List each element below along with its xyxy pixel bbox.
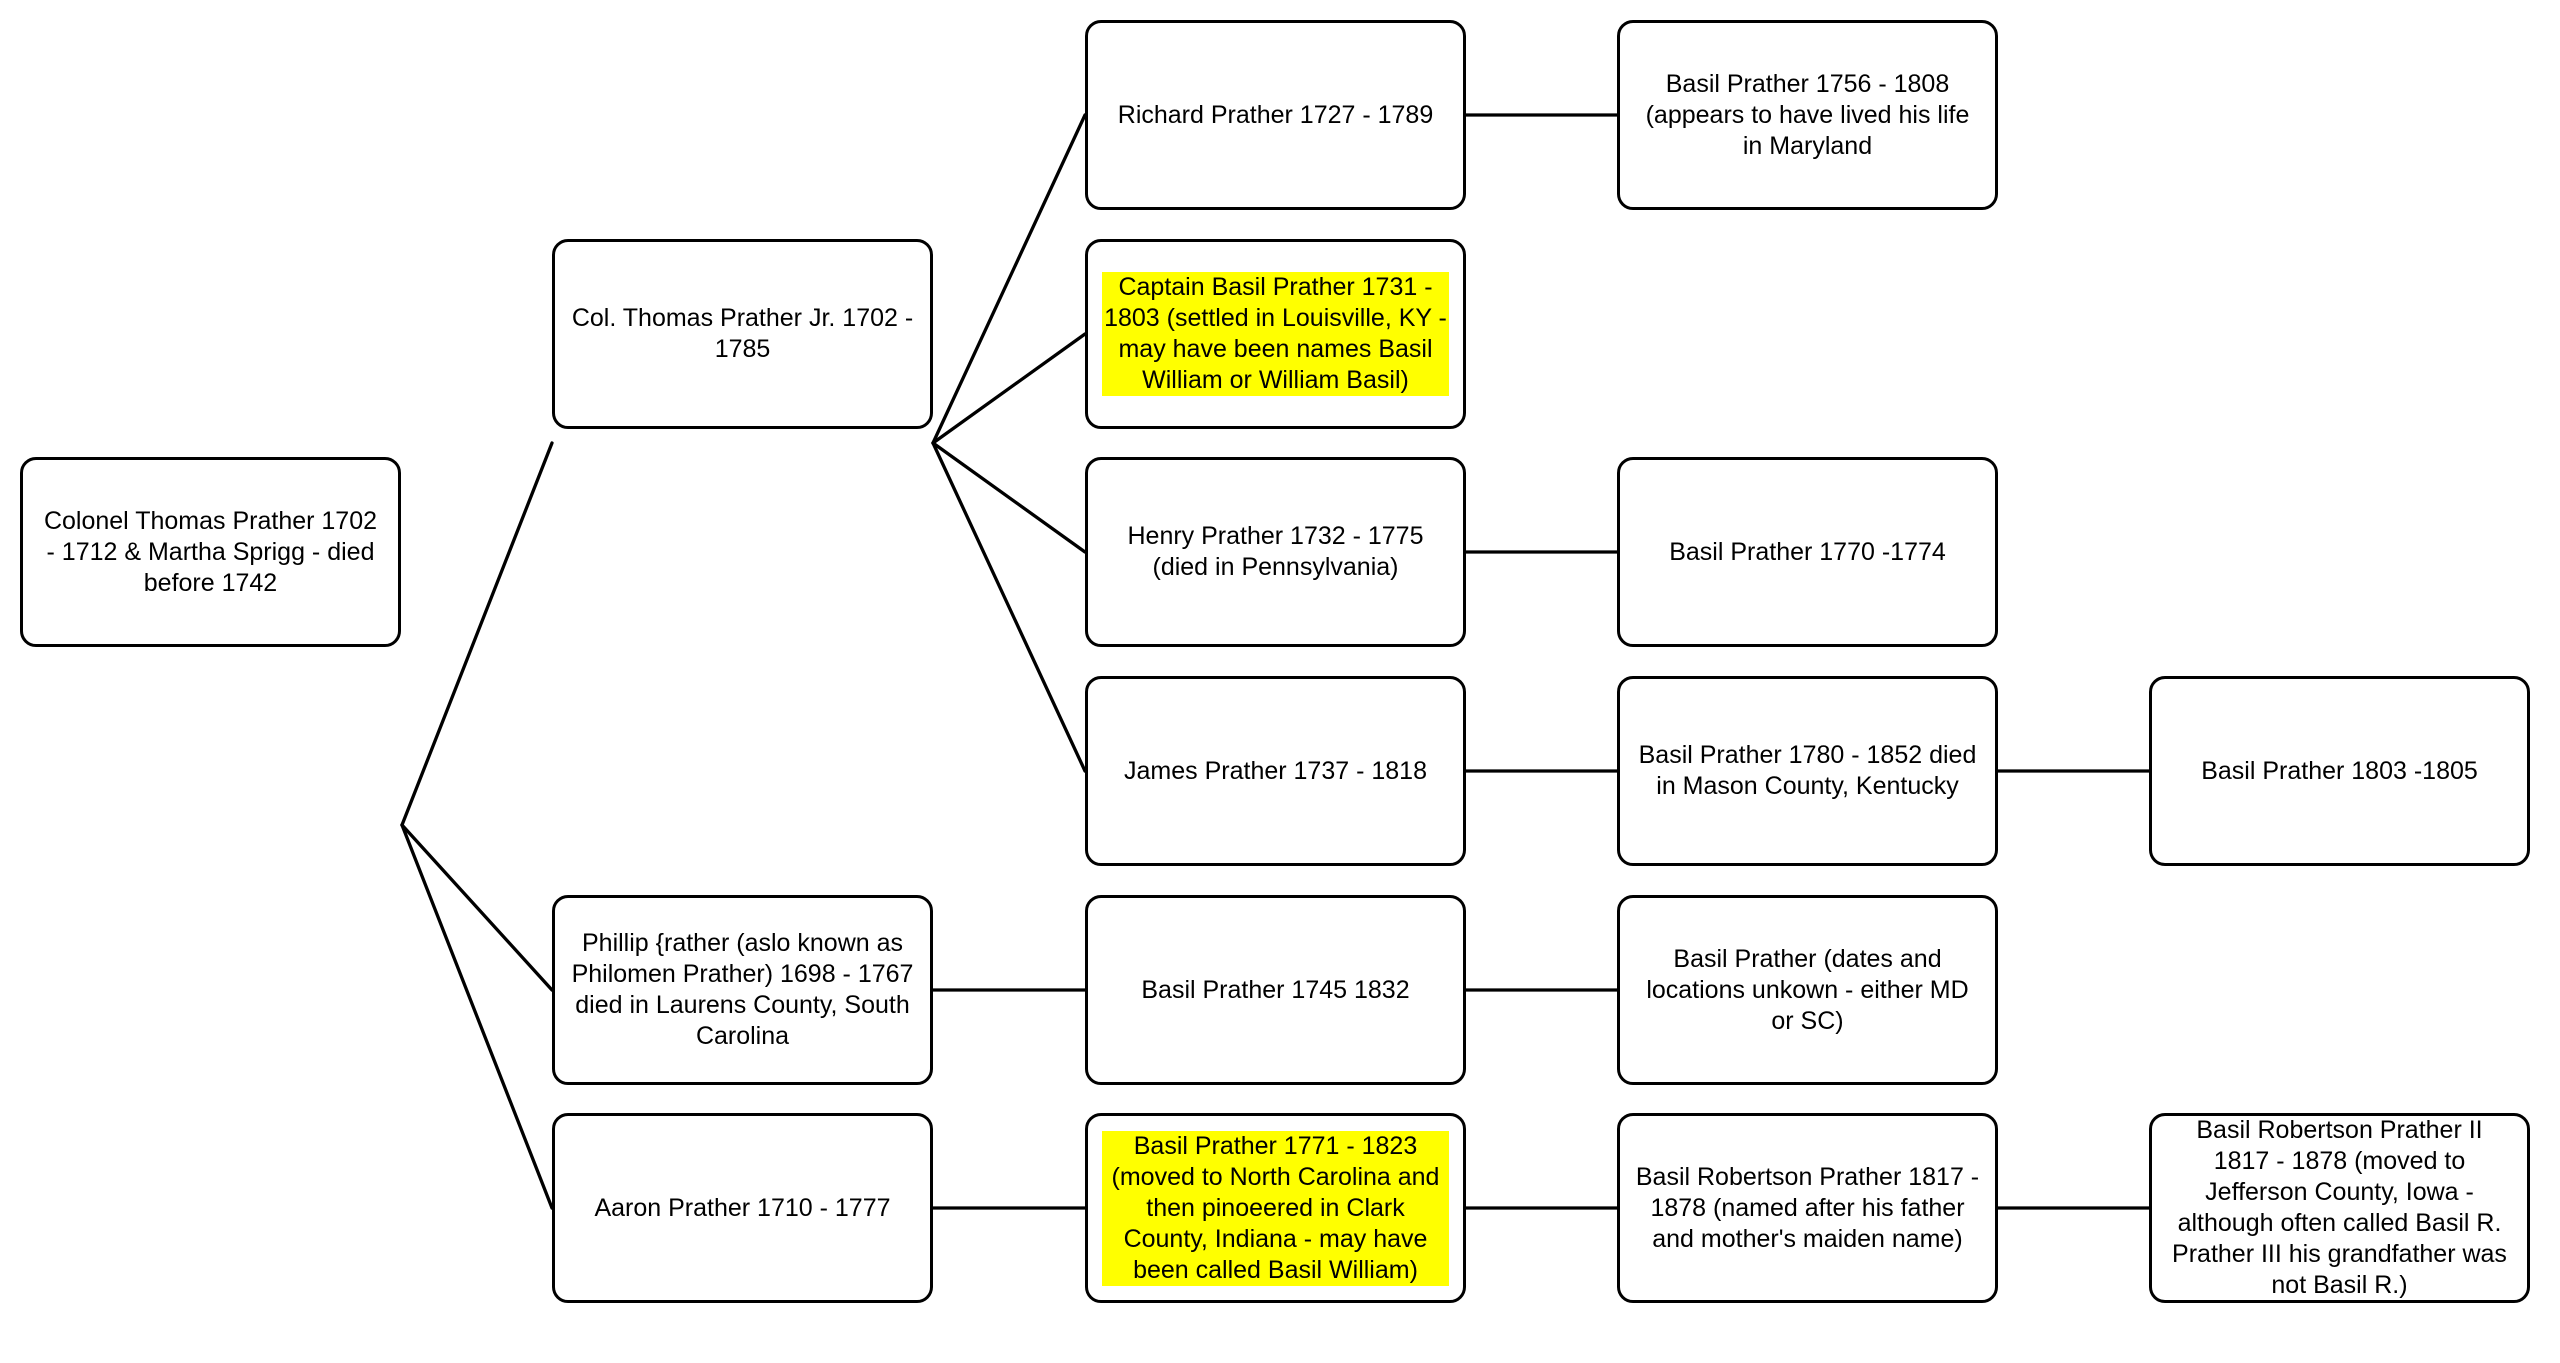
node-phillip-prather: Phillip {rather (aslo known as Philomen …: [552, 895, 933, 1085]
node-henry-prather: Henry Prather 1732 - 1775 (died in Penns…: [1085, 457, 1466, 647]
node-label: Basil Robertson Prather 1817 - 1878 (nam…: [1635, 1162, 1980, 1253]
node-label: Henry Prather 1732 - 1775 (died in Penns…: [1127, 522, 1424, 581]
node-basil-prather-1770: Basil Prather 1770 -1774: [1617, 457, 1998, 647]
connector-line: [400, 823, 554, 992]
node-label: Richard Prather 1727 - 1789: [1117, 100, 1434, 129]
node-captain-basil-prather: Captain Basil Prather 1731 - 1803 (settl…: [1085, 239, 1466, 429]
node-label: James Prather 1737 - 1818: [1124, 756, 1427, 785]
node-basil-robertson-prather-ii: Basil Robertson Prather II 1817 - 1878 (…: [2149, 1113, 2530, 1303]
node-label: Basil Prather 1780 - 1852 died in Mason …: [1638, 741, 1977, 800]
node-basil-prather-1756: Basil Prather 1756 - 1808 (appears to ha…: [1617, 20, 1998, 210]
node-richard-prather: Richard Prather 1727 - 1789: [1085, 20, 1466, 210]
node-basil-robertson-prather: Basil Robertson Prather 1817 - 1878 (nam…: [1617, 1113, 1998, 1303]
connector-line: [931, 113, 1087, 445]
node-basil-prather-unknown: Basil Prather (dates and locations unkow…: [1617, 895, 1998, 1085]
connector-line: [400, 823, 554, 1210]
connector-line: [400, 441, 554, 827]
connector-line: [931, 441, 1087, 554]
node-label: Basil Robertson Prather II 1817 - 1878 (…: [2172, 1116, 2507, 1299]
node-label: Basil Prather (dates and locations unkow…: [1646, 944, 1969, 1035]
node-label: Basil Prather 1770 -1774: [1669, 537, 1946, 566]
node-label: Basil Prather 1745 1832: [1141, 975, 1410, 1004]
connector-line: [931, 441, 1087, 773]
node-colonel-thomas-prather: Colonel Thomas Prather 1702 - 1712 & Mar…: [20, 457, 401, 647]
connector-line: [931, 332, 1087, 445]
node-label: Aaron Prather 1710 - 1777: [594, 1193, 891, 1222]
node-basil-prather-1803: Basil Prather 1803 -1805: [2149, 676, 2530, 866]
node-basil-prather-1771: Basil Prather 1771 - 1823 (moved to Nort…: [1085, 1113, 1466, 1303]
node-aaron-prather: Aaron Prather 1710 - 1777: [552, 1113, 933, 1303]
node-james-prather: James Prather 1737 - 1818: [1085, 676, 1466, 866]
node-label-highlighted: Captain Basil Prather 1731 - 1803 (settl…: [1102, 272, 1449, 396]
node-label: Colonel Thomas Prather 1702 - 1712 & Mar…: [43, 506, 378, 597]
node-basil-prather-1780: Basil Prather 1780 - 1852 died in Mason …: [1617, 676, 1998, 866]
node-label-highlighted: Basil Prather 1771 - 1823 (moved to Nort…: [1102, 1130, 1449, 1286]
node-thomas-prather-jr: Col. Thomas Prather Jr. 1702 - 1785: [552, 239, 933, 429]
node-label: Phillip {rather (aslo known as Philomen …: [571, 929, 914, 1050]
node-label: Col. Thomas Prather Jr. 1702 - 1785: [571, 304, 914, 363]
node-label: Basil Prather 1803 -1805: [2201, 756, 2478, 785]
node-label: Basil Prather 1756 - 1808 (appears to ha…: [1645, 69, 1970, 160]
node-basil-prather-1745: Basil Prather 1745 1832: [1085, 895, 1466, 1085]
